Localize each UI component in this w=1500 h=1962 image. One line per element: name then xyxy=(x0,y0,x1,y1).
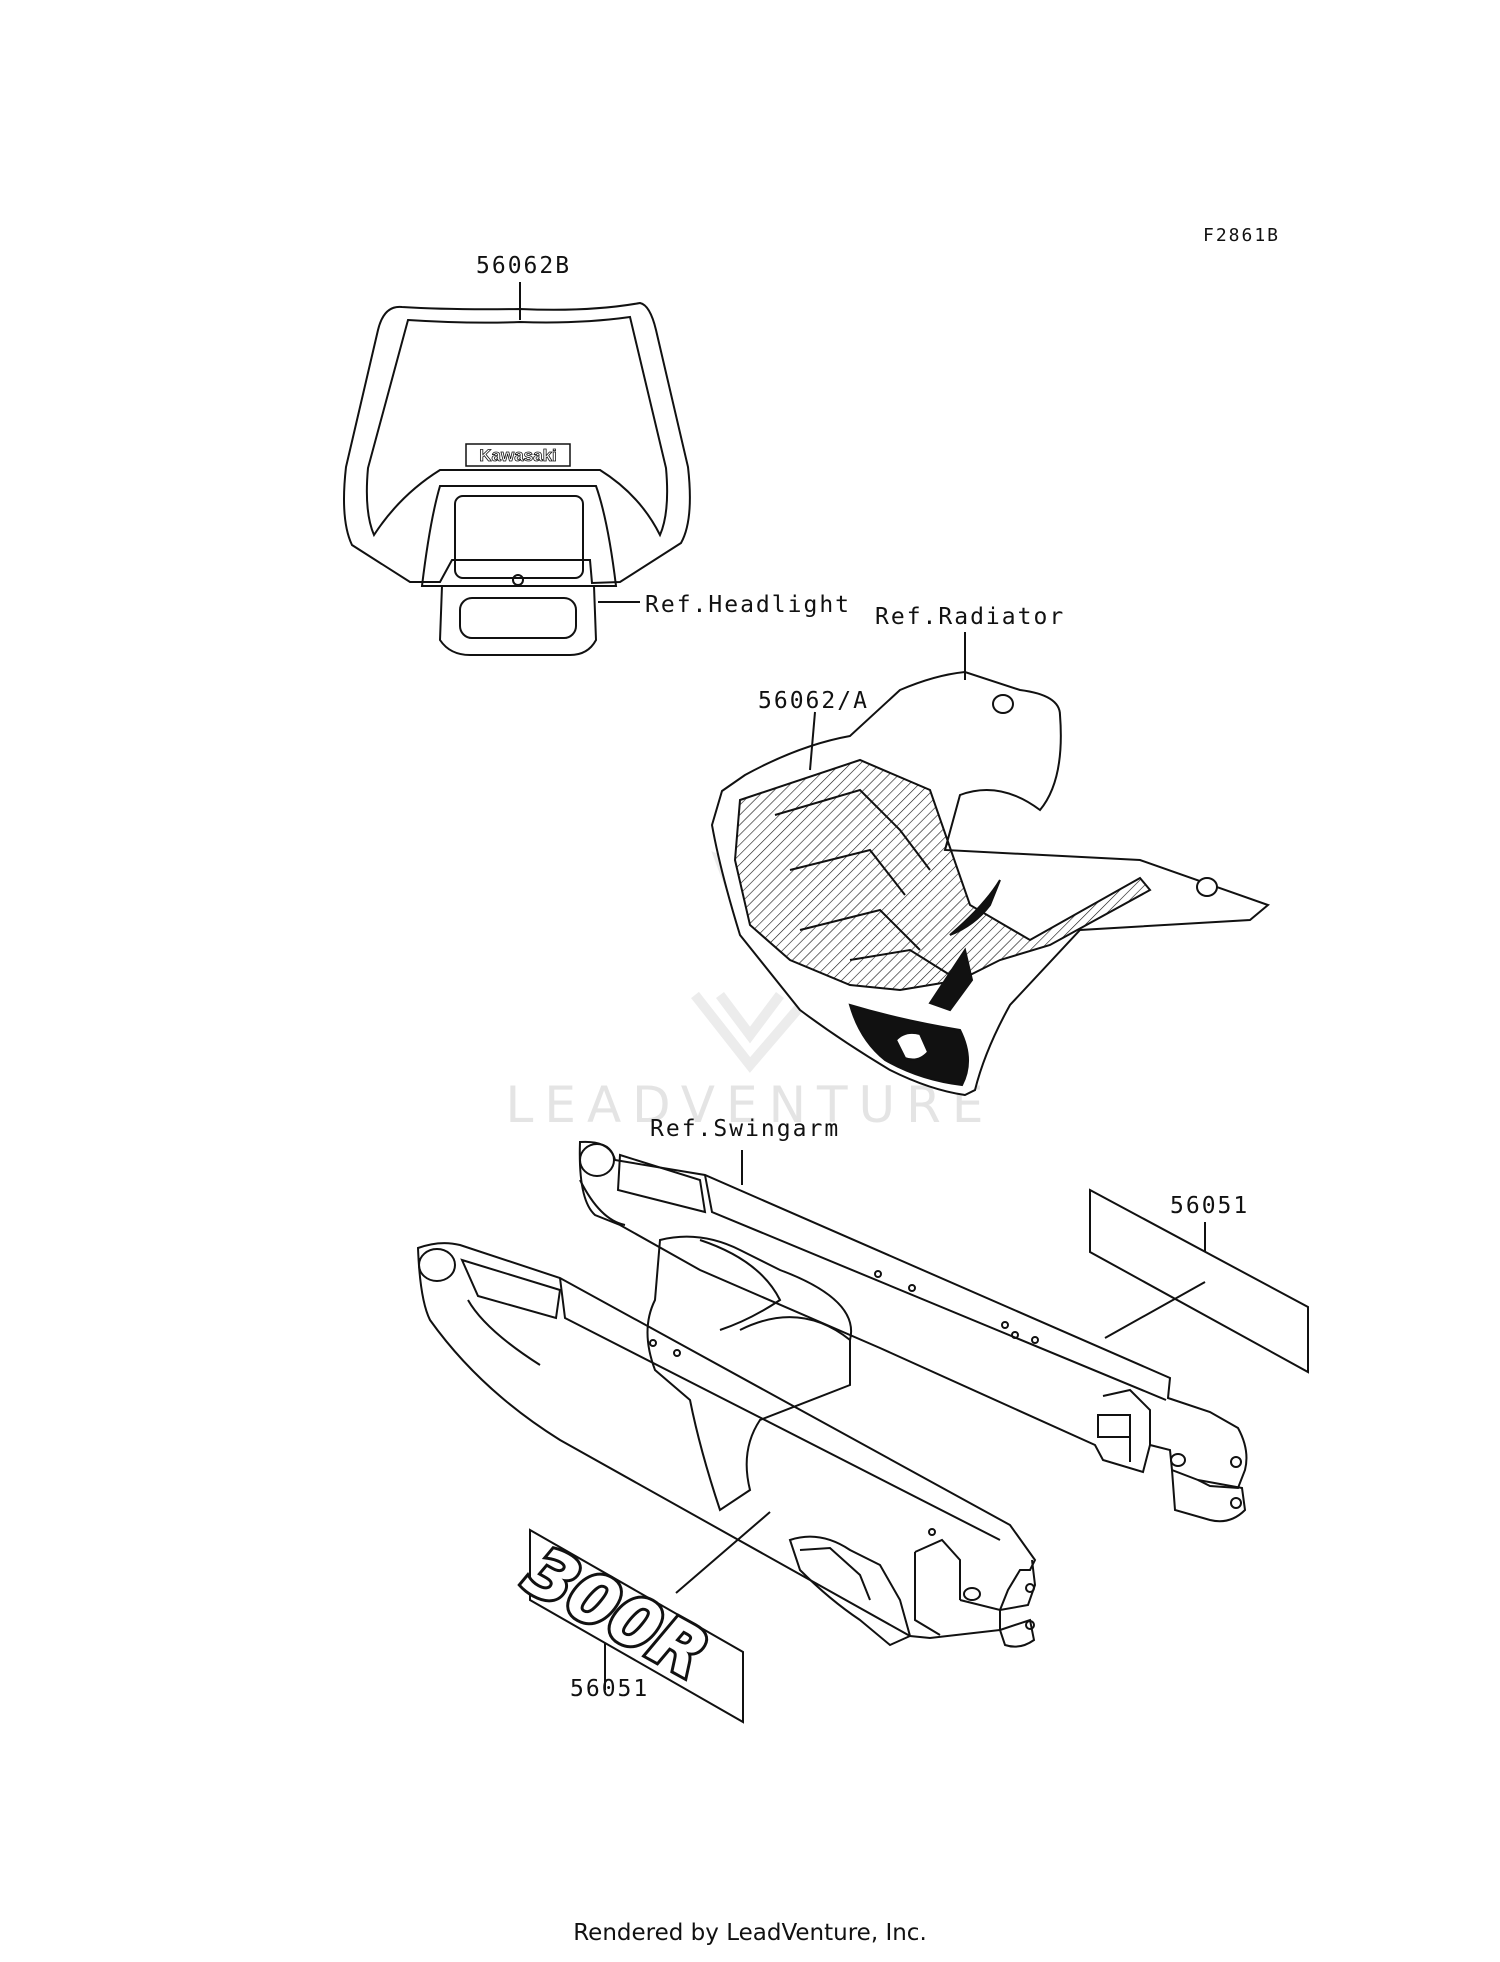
swingarm-decal-panel-right[interactable] xyxy=(1089,1188,1309,1374)
figure-code: F2861B xyxy=(1203,225,1281,246)
kawasaki-logo: Kawasaki xyxy=(479,446,557,465)
callout-56062b[interactable]: 56062B xyxy=(476,253,572,279)
radiator-shroud-decal[interactable] xyxy=(710,670,1270,1097)
callout-56051-left[interactable]: 56051 xyxy=(570,1676,650,1702)
decal-300r-graphic: 300R xyxy=(512,1532,720,1695)
leader-lines xyxy=(519,282,1206,1690)
callout-ref-swingarm[interactable]: Ref.Swingarm xyxy=(650,1116,841,1142)
callout-56062a[interactable]: 56062/A xyxy=(758,688,869,714)
callout-ref-headlight[interactable]: Ref.Headlight xyxy=(645,592,852,618)
callout-56051-right[interactable]: 56051 xyxy=(1170,1193,1250,1219)
kawasaki-logo-plate xyxy=(465,443,571,467)
leadventure-watermark: LEADVENTURE xyxy=(505,1076,995,1134)
swingarm[interactable] xyxy=(416,1140,1248,1648)
callout-ref-radiator[interactable]: Ref.Radiator xyxy=(875,604,1066,630)
footer-credit: Rendered by LeadVenture, Inc. xyxy=(573,1920,927,1946)
